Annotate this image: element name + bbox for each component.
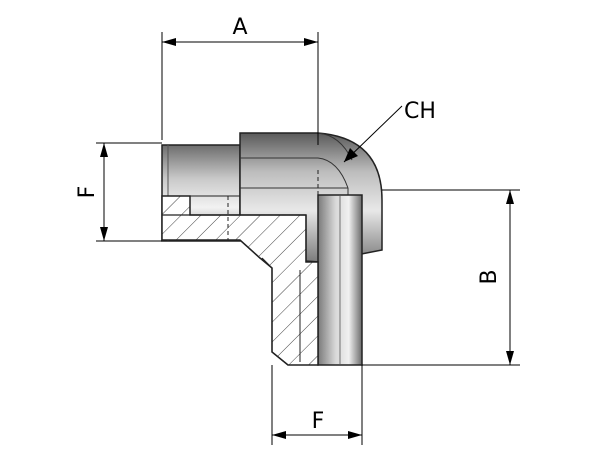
section-cut-hatched: [161, 170, 319, 366]
callout-ch-label: CH: [404, 99, 436, 124]
dimension-b: B: [362, 189, 520, 366]
dimension-f-left: F: [75, 142, 162, 242]
callout-ch: CH: [343, 99, 436, 163]
dim-a-label: A: [232, 15, 247, 40]
dimension-a: A: [161, 15, 319, 145]
dimension-f-bottom: F: [271, 365, 363, 445]
dim-f-left-label: F: [75, 186, 100, 199]
dim-f-bottom-label: F: [312, 409, 325, 434]
vertical-leg: [317, 194, 363, 366]
dim-b-label: B: [477, 269, 502, 284]
